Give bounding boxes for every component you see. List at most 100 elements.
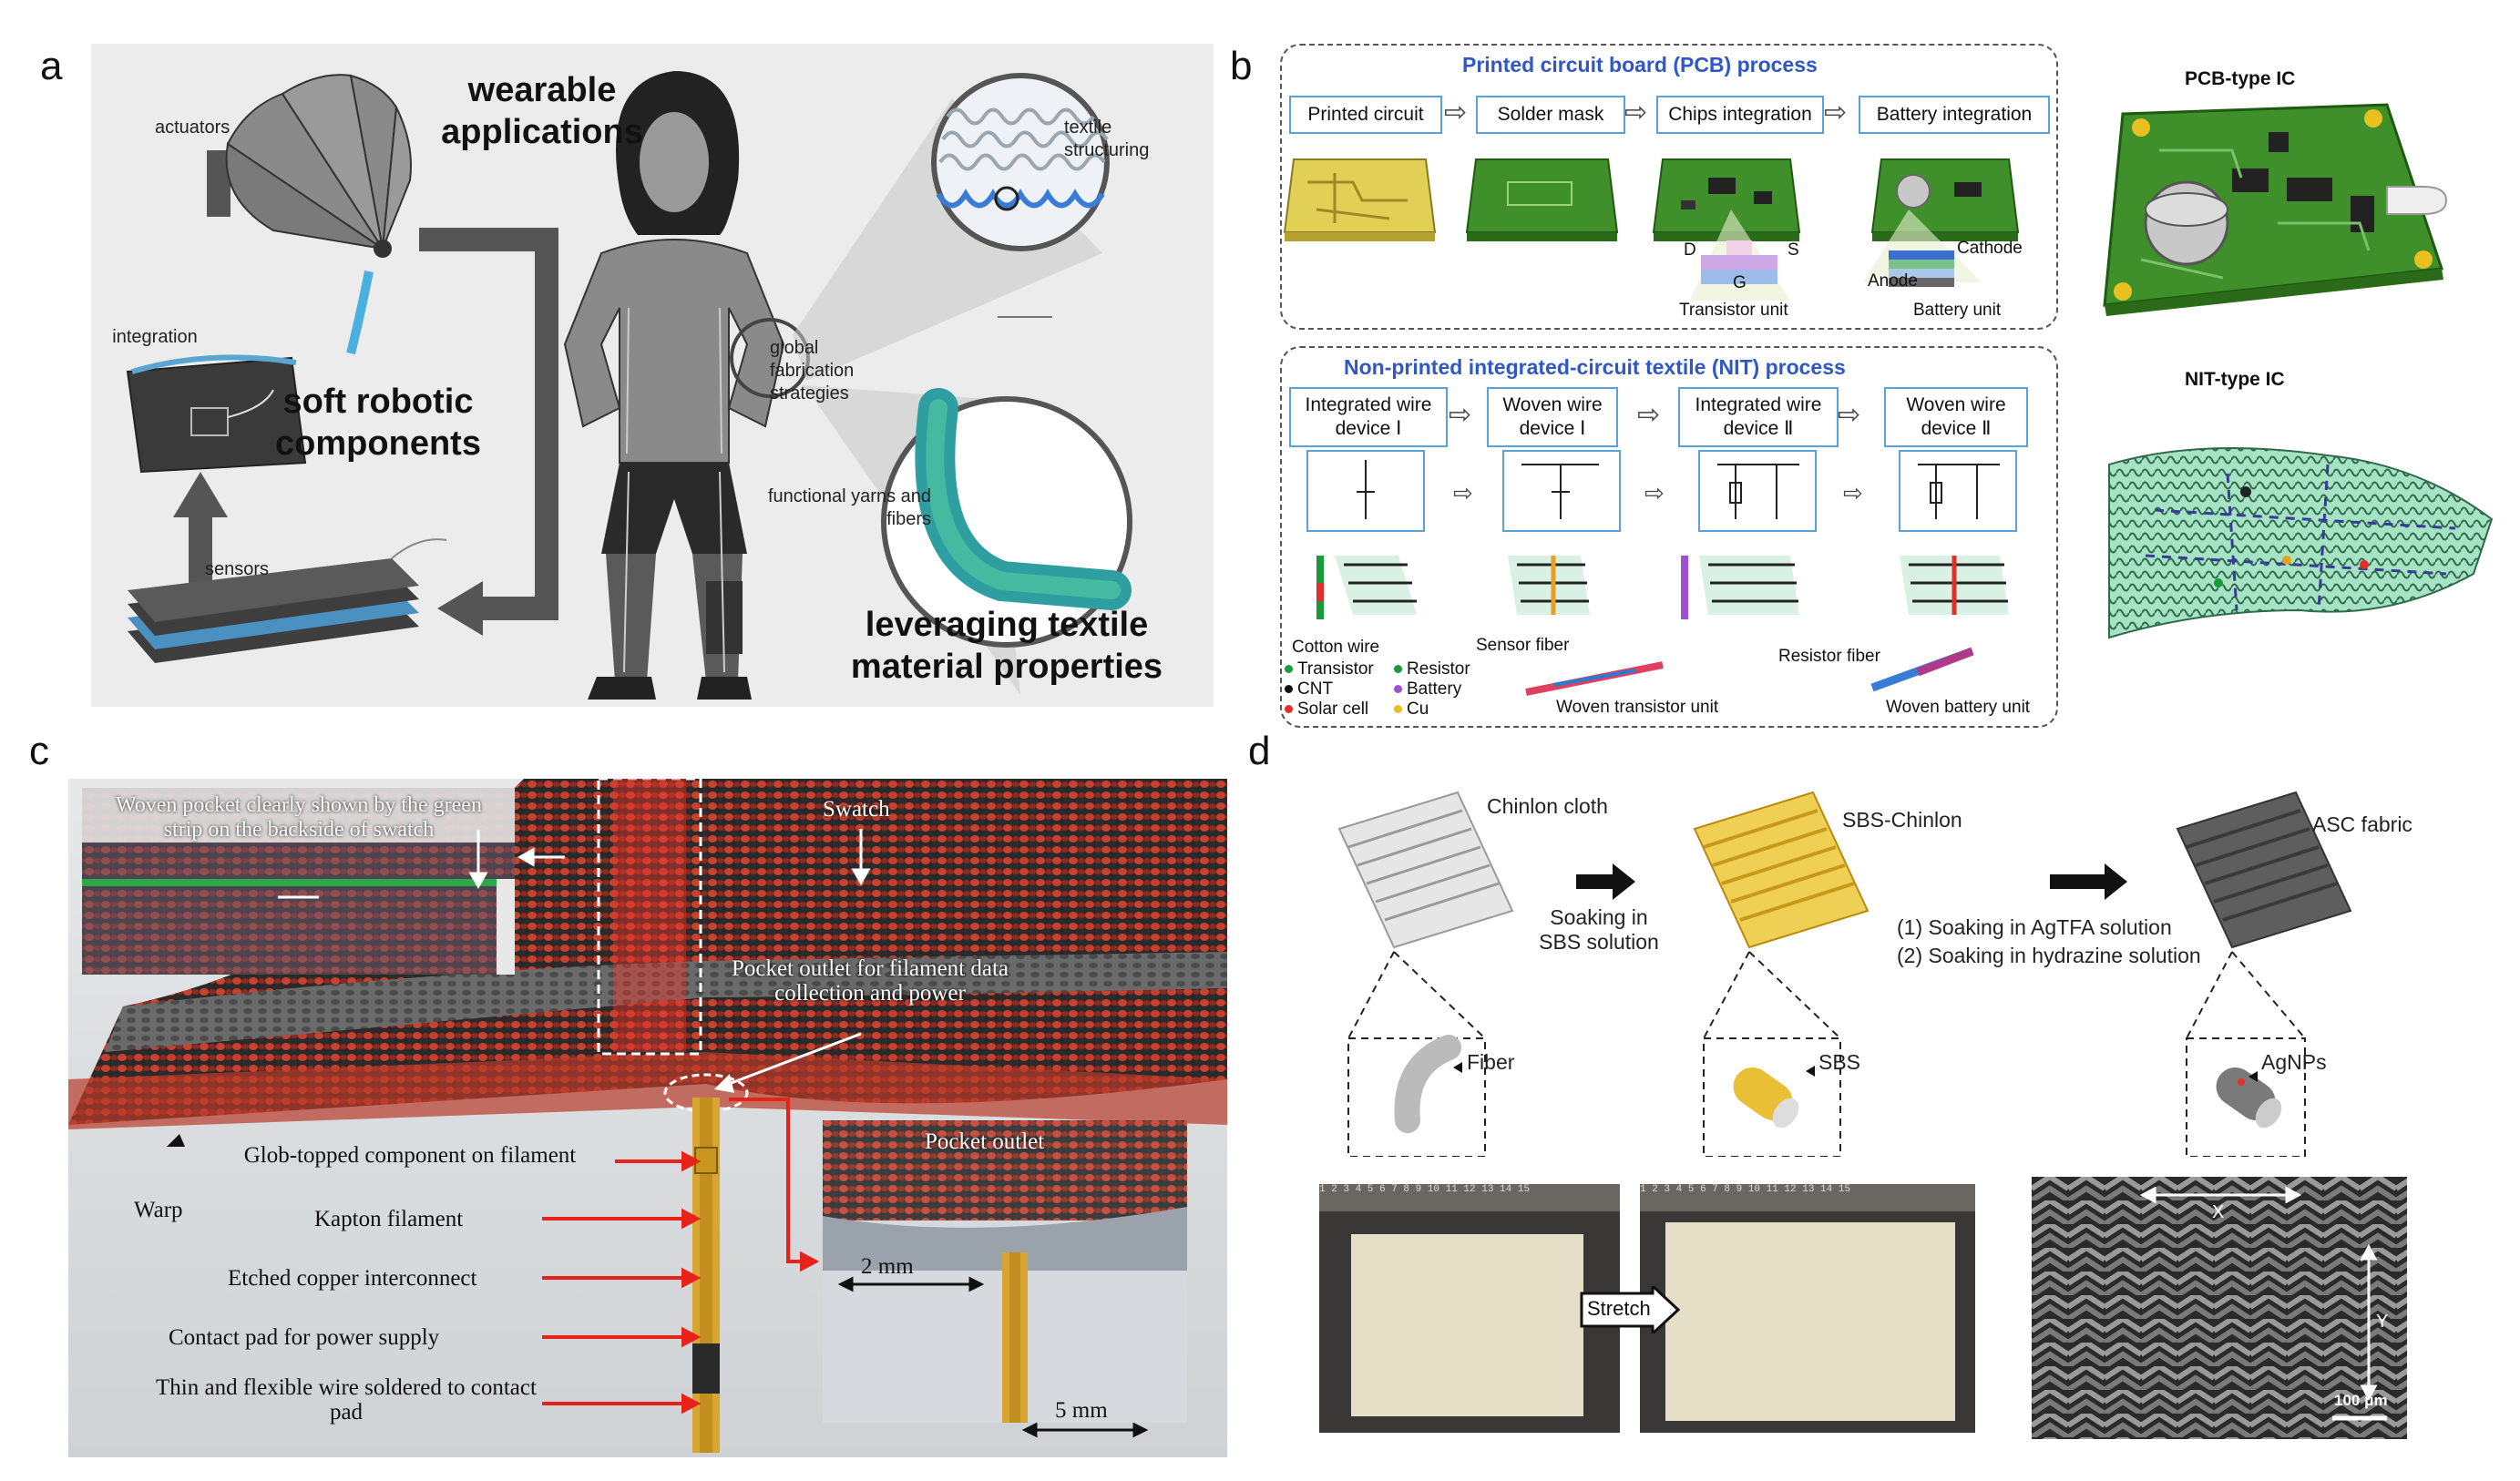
panel-a-graphics xyxy=(126,71,1132,700)
chinlon-cloth-label: Chinlon cloth xyxy=(1487,794,1608,818)
sem-scale-label: 100 μm xyxy=(2334,1392,2388,1409)
sbs-zoom-image xyxy=(1733,1067,1799,1129)
pcb-arrow-2-icon: ⇨ xyxy=(1624,97,1648,128)
pcb-step-1: Printed circuit xyxy=(1289,96,1442,134)
person-silhouette-icon xyxy=(563,71,785,700)
contact-pad-label: Contact pad for power supply xyxy=(169,1325,440,1350)
panel-c-graphics xyxy=(68,779,1227,1457)
chinlon-photo: 1 2 3 4 5 6 7 8 9 10 11 12 13 14 15 xyxy=(1319,1184,1620,1433)
nit-step-1: Integrated wire device Ⅰ xyxy=(1289,387,1448,447)
wearable-applications-title: wearable applications xyxy=(441,71,643,151)
textile-structuring-circle xyxy=(931,73,1110,251)
zoom-cone-upper xyxy=(793,98,1102,381)
legend-item-cnt: CNT xyxy=(1285,679,1333,700)
step-agtfa-label: (1) Soaking in AgTFA solution xyxy=(1897,915,2172,939)
nit-arrow-2-icon: ⇨ xyxy=(1637,400,1661,430)
woven-pocket-caption: Woven pocket clearly shown by the green … xyxy=(116,793,482,842)
nit-schematic-3 xyxy=(1698,450,1817,532)
inset-pocket-outlet-photo xyxy=(823,1120,1187,1423)
pcb-battery-board xyxy=(1863,158,2020,287)
sbs-label: SBS xyxy=(1818,1050,1861,1074)
arrowhead-left xyxy=(437,581,483,636)
woven-battery-fiber xyxy=(1870,647,1974,692)
pcb-arrow-1-icon: ⇨ xyxy=(1444,97,1468,128)
sbs-chinlon-photo: 1 2 3 4 5 6 7 8 9 10 11 12 13 14 15 xyxy=(1640,1184,1975,1433)
agnps-label: AgNPs xyxy=(2261,1050,2327,1074)
fiber-zoom-box xyxy=(1347,1037,1486,1157)
fiber-label: Fiber xyxy=(1467,1050,1515,1074)
functional-yarns-label: functional yarns and fibers xyxy=(767,486,931,529)
cotton-wire-label: Cotton wire xyxy=(1292,638,1380,657)
fiber-zoom-image xyxy=(1394,1035,1461,1133)
sbs-chinlon-image xyxy=(1693,791,1870,949)
nit-step-3: Integrated wire device Ⅱ xyxy=(1678,387,1839,447)
pcb-arrow-3-icon: ⇨ xyxy=(1824,97,1848,128)
functional-yarns-circle xyxy=(881,388,1132,648)
swatch-label: Swatch xyxy=(823,797,890,822)
nit-step-4: Woven wire device Ⅱ xyxy=(1884,387,2028,447)
thin-wire-label: Thin and flexible wire soldered to conta… xyxy=(156,1375,537,1425)
woven-strip-2 xyxy=(1508,556,1590,615)
soaking-sbs-label: Soaking in SBS solution xyxy=(1539,905,1659,954)
cathode-label: Cathode xyxy=(1957,239,2023,258)
chinlon-cloth-image xyxy=(1337,791,1514,949)
nit-step-2: Woven wire device Ⅰ xyxy=(1487,387,1618,447)
nit-type-ic-title: NIT-type IC xyxy=(2185,369,2285,390)
panel-label-b: b xyxy=(1230,44,1253,88)
step-hydrazine-label: (2) Soaking in hydrazine solution xyxy=(1897,944,2201,967)
legend-item-transistor: Transistor xyxy=(1285,659,1374,679)
x-axis-label: X xyxy=(2212,1202,2225,1222)
woven-strip-1 xyxy=(1316,556,1417,619)
transistor-g-label: G xyxy=(1733,273,1747,292)
scale-5mm-label: 5 mm xyxy=(1055,1398,1108,1423)
integration-glove-icon xyxy=(126,354,307,474)
legend-item-solar-cell: Solar cell xyxy=(1285,700,1368,720)
swatch-dark-band xyxy=(105,952,1227,1052)
sbs-zoom-box xyxy=(1703,1037,1841,1157)
sensor-fiber-label: Sensor fiber xyxy=(1476,636,1570,655)
ruler-1: 1 2 3 4 5 6 7 8 9 10 11 12 13 14 15 xyxy=(1319,1184,1620,1211)
cycle-arrow-right-down xyxy=(419,228,558,620)
woven-pocket-dashed-box xyxy=(597,779,702,1056)
panel-a: wearable applications soft robotic compo… xyxy=(91,44,1214,707)
pcb-solder-mask-board xyxy=(1465,158,1619,241)
woven-strip-4 xyxy=(1900,556,2009,615)
scale-2mm-label: 2 mm xyxy=(861,1254,914,1279)
inset-woven-pocket-photo xyxy=(82,788,515,975)
stretch-label: Stretch xyxy=(1587,1297,1651,1320)
nit-process-title: Non-printed integrated-circuit textile (… xyxy=(1344,355,1846,379)
panel-d-schematic xyxy=(1337,791,2352,1157)
asc-fabric-image xyxy=(2176,791,2352,949)
kapton-filament-label: Kapton filament xyxy=(314,1207,464,1231)
svg-text:⇨: ⇨ xyxy=(1453,479,1473,506)
panel-c-photo: Woven pocket clearly shown by the green … xyxy=(68,779,1227,1457)
asc-sem-photo: X Y 100 μm xyxy=(2032,1177,2407,1439)
pcb-chips-board xyxy=(1652,158,1801,301)
legend-item-cu: Cu xyxy=(1394,700,1429,720)
integration-label: integration xyxy=(112,327,198,347)
pcb-printed-circuit-board xyxy=(1283,158,1437,241)
pcb-process-box xyxy=(1280,44,2058,330)
anode-label: Anode xyxy=(1868,271,1918,291)
transistor-unit-label: Transistor unit xyxy=(1679,301,1788,320)
battery-unit-label: Battery unit xyxy=(1913,301,2002,320)
pocket-outlet-inset-label: Pocket outlet xyxy=(925,1129,1045,1154)
nit-arrow-3-icon: ⇨ xyxy=(1838,400,1861,430)
asc-fabric-label: ASC fabric xyxy=(2312,812,2412,836)
pcb-process-images xyxy=(1283,158,2020,301)
leveraging-textile-title: leveraging textile material properties xyxy=(850,606,1163,686)
textile-structuring-label: textile structuring xyxy=(1064,117,1150,160)
agnps-zoom-box xyxy=(2186,1037,2306,1157)
pocket-outlet-filament-label: Pocket outlet for filament data collecti… xyxy=(731,956,1009,1006)
panel-label-c: c xyxy=(29,729,49,773)
woven-transistor-fiber xyxy=(1525,661,1664,696)
stretch-arrow-icon: Stretch xyxy=(1580,1286,1680,1333)
warp-label: Warp xyxy=(134,1198,183,1222)
svg-text:⇨: ⇨ xyxy=(1644,479,1665,506)
pcb-step-2: Solder mask xyxy=(1476,96,1625,134)
nit-process-box xyxy=(1280,346,2058,728)
y-axis-label: Y xyxy=(2376,1312,2389,1332)
nit-schematic-4 xyxy=(1899,450,2017,532)
etched-copper-label: Etched copper interconnect xyxy=(228,1266,477,1291)
panel-label-d: d xyxy=(1248,729,1271,773)
